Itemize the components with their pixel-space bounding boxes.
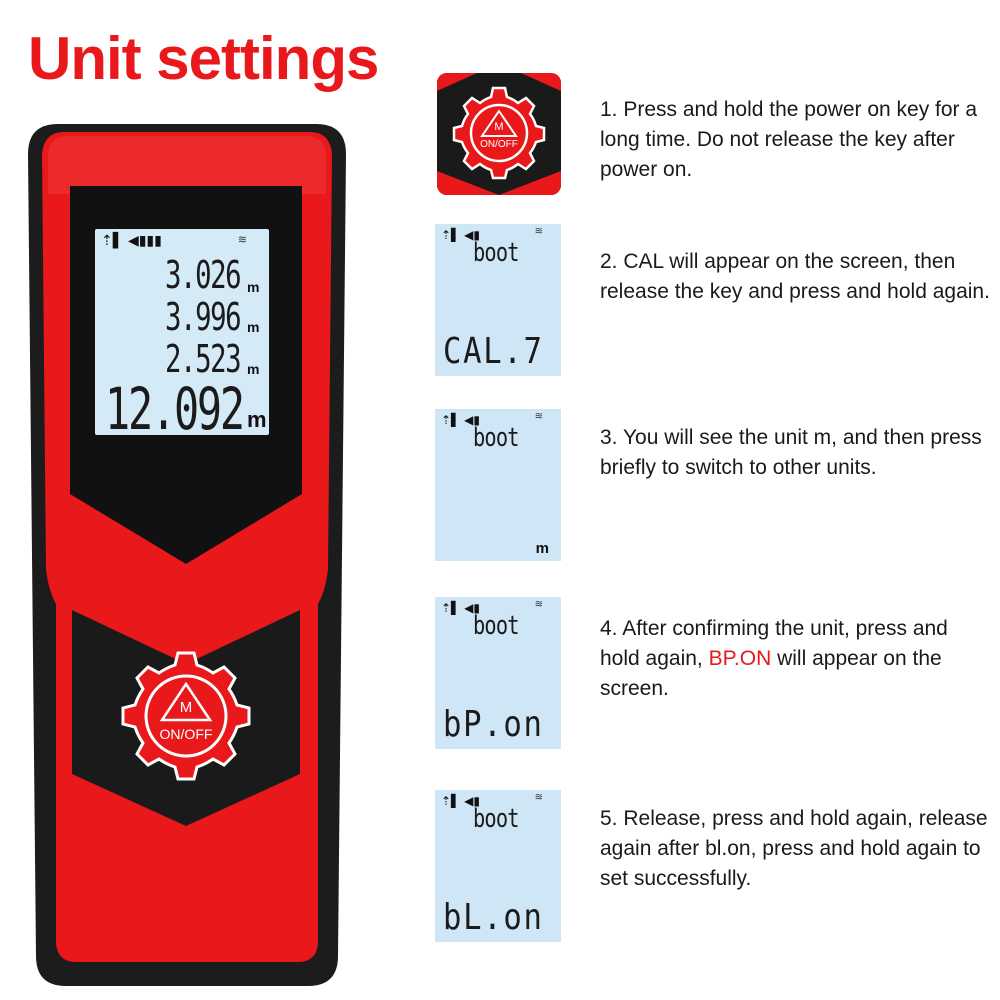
laser-status-icons: ⇡▌ ◀▮ bbox=[441, 794, 480, 808]
device-lcd-screen: ⇡▌ ◀▮▮▮ ≋ 3.026 m 3.996 m 2.523 m 12.092… bbox=[95, 229, 269, 443]
main-reading: 12.092 bbox=[105, 375, 245, 443]
screen-bp-on: ⇡▌ ◀▮ ≋ boot bP.on bbox=[435, 597, 561, 749]
page-title: Unit settings bbox=[28, 25, 379, 92]
signal-icon: ≋ bbox=[534, 792, 543, 803]
power-button-closeup: M ON/OFF bbox=[437, 73, 561, 195]
reading-1: 3.026 bbox=[165, 253, 242, 297]
screen-unit-text: m bbox=[535, 540, 549, 557]
signal-icon: ≋ bbox=[534, 226, 543, 237]
step-3-text: 3. You will see the unit m, and then pre… bbox=[600, 426, 982, 479]
step-4-text: 4. After confirming the unit, press and … bbox=[600, 614, 992, 704]
laser-status-icons: ⇡▌ ◀▮▮▮ bbox=[101, 233, 162, 249]
signal-icon: ≋ bbox=[534, 411, 543, 422]
boot-text: boot bbox=[473, 611, 520, 641]
device-button-label-m: M bbox=[179, 699, 193, 716]
screen-big-text: bP.on bbox=[443, 704, 544, 745]
power-button-closeup-graphic bbox=[437, 73, 561, 195]
reading-3: 2.523 bbox=[165, 337, 242, 381]
screen-bl-on: ⇡▌ ◀▮ ≋ boot bL.on bbox=[435, 790, 561, 942]
thumb-button-label-m: M bbox=[494, 121, 504, 133]
main-reading-unit: m bbox=[247, 407, 267, 432]
reading-1-unit: m bbox=[247, 279, 260, 295]
laser-status-icons: ⇡▌ ◀▮ bbox=[441, 413, 480, 427]
screen-cal: ⇡▌ ◀▮ ≋ boot CAL.7 bbox=[435, 224, 561, 376]
step-4-highlight: BP.ON bbox=[708, 647, 772, 670]
boot-text: boot bbox=[473, 804, 520, 834]
signal-icon: ≋ bbox=[534, 599, 543, 610]
signal-icon: ≋ bbox=[237, 233, 247, 246]
step-2-text: 2. CAL will appear on the screen, then r… bbox=[600, 250, 990, 303]
step-4-text-after: will appear on the screen. bbox=[600, 647, 942, 700]
thumb-button-label-onoff: ON/OFF bbox=[480, 139, 518, 150]
screen-unit: ⇡▌ ◀▮ ≋ boot m bbox=[435, 409, 561, 561]
screen-big-text: bL.on bbox=[443, 897, 544, 938]
boot-text: boot bbox=[473, 423, 520, 453]
reading-2: 3.996 bbox=[165, 295, 242, 339]
screen-big-text: CAL.7 bbox=[443, 331, 544, 372]
step-5-text: 5. Release, press and hold again, releas… bbox=[600, 807, 988, 890]
laser-status-icons: ⇡▌ ◀▮ bbox=[441, 228, 480, 242]
step-1-text: 1. Press and hold the power on key for a… bbox=[600, 98, 978, 181]
reading-2-unit: m bbox=[247, 319, 260, 335]
reading-3-unit: m bbox=[247, 361, 260, 377]
laser-status-icons: ⇡▌ ◀▮ bbox=[441, 601, 480, 615]
boot-text: boot bbox=[473, 238, 520, 268]
device-button-label-onoff: ON/OFF bbox=[159, 726, 213, 742]
step-4-text-before: 4. After confirming the unit, press and … bbox=[600, 617, 948, 670]
